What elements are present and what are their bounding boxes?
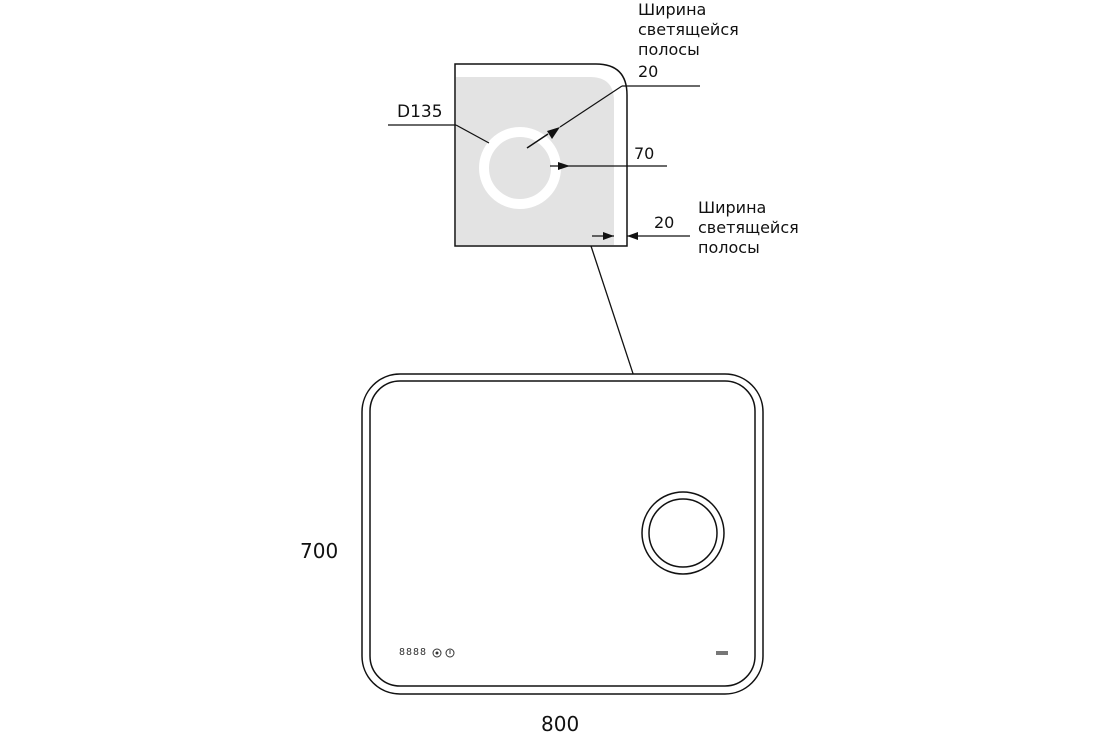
bottom-strip-dimension: [592, 232, 690, 240]
mirror-magnifier-outer: [641, 491, 725, 575]
diameter-label: D135: [397, 102, 443, 122]
bottom-strip-label-line-3: полосы: [698, 238, 760, 257]
top-strip-label-line-2: светящейся: [638, 20, 739, 39]
top-strip-label: Ширина светящейся полосы: [638, 0, 739, 60]
offset-70-dimension: [550, 162, 667, 170]
brand-logo: [716, 651, 728, 655]
bottom-strip-label-line-1: Ширина: [698, 198, 767, 217]
offset-70-label: 70: [634, 144, 655, 163]
bottom-strip-label: Ширина светящейся полосы: [698, 198, 799, 258]
power-icon: [445, 648, 455, 658]
mirror-inner-edge: [369, 380, 756, 687]
mirror-outline: [361, 373, 764, 695]
detail-glass: [456, 77, 614, 245]
mirror-magnifier-inner: [648, 498, 718, 568]
mirror-outer-edge: [361, 373, 764, 695]
defog-icon: [432, 648, 442, 658]
mirror-display-text: 8888: [399, 647, 428, 658]
bottom-strip-label-line-2: светящейся: [698, 218, 799, 237]
top-strip-value: 20: [638, 62, 659, 81]
bottom-strip-value: 20: [654, 213, 675, 232]
mirror-height-label: 700: [300, 539, 339, 563]
top-strip-label-line-3: полосы: [638, 40, 700, 59]
top-strip-label-line-1: Ширина: [638, 0, 707, 19]
mirror-width-label: 800: [541, 712, 580, 733]
detail-view: [454, 63, 628, 247]
diameter-leader: [388, 124, 490, 144]
detail-magnifier-ring: [479, 127, 561, 209]
top-strip-leader: [526, 85, 700, 149]
